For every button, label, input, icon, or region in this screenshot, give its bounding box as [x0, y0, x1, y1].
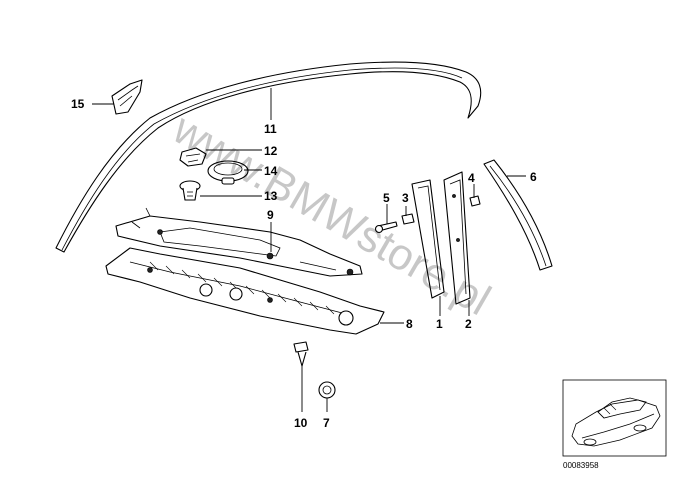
- leader-lines: [92, 88, 526, 412]
- callout-11: 11: [264, 122, 277, 136]
- pillar-trim-part-2: [443, 171, 471, 305]
- callout-2: 2: [465, 317, 472, 331]
- callout-8: 8: [406, 317, 413, 331]
- pillar-moulding-part-6: [483, 159, 553, 271]
- reference-code: 00083958: [563, 461, 599, 470]
- cowl-panel-lower-part-8: [105, 247, 385, 335]
- rivet-part-13: [179, 180, 201, 201]
- vehicle-thumbnail: [562, 379, 667, 457]
- screw-part-5: [374, 221, 398, 234]
- callout-5: 5: [383, 191, 390, 205]
- callout-4: 4: [468, 171, 475, 185]
- roof-moulding-part-11: [55, 61, 482, 253]
- nut-clip-part-3: [401, 213, 415, 225]
- callout-10: 10: [294, 416, 308, 430]
- callout-6: 6: [530, 170, 537, 184]
- clip-part-12: [179, 147, 207, 167]
- grommet-part-14: [207, 160, 249, 185]
- callout-13: 13: [264, 189, 278, 203]
- pillar-trim-part-1: [411, 179, 445, 299]
- callout-14: 14: [264, 164, 278, 178]
- callout-1: 1: [436, 317, 443, 331]
- callout-12: 12: [264, 144, 278, 158]
- callout-7: 7: [323, 416, 330, 430]
- callout-9: 9: [267, 208, 274, 222]
- clip-part-4: [469, 195, 481, 207]
- cap-part-7: [318, 381, 336, 399]
- callout-3: 3: [402, 191, 409, 205]
- bracket-part-15: [111, 79, 143, 115]
- callout-numbers: 15 11 12 14 13 9 8 5 3 4 6 1 2 10 7: [71, 97, 537, 430]
- callout-15: 15: [71, 97, 85, 111]
- push-clip-part-10: [293, 341, 309, 367]
- cowl-panel-upper-part-9: [115, 207, 363, 277]
